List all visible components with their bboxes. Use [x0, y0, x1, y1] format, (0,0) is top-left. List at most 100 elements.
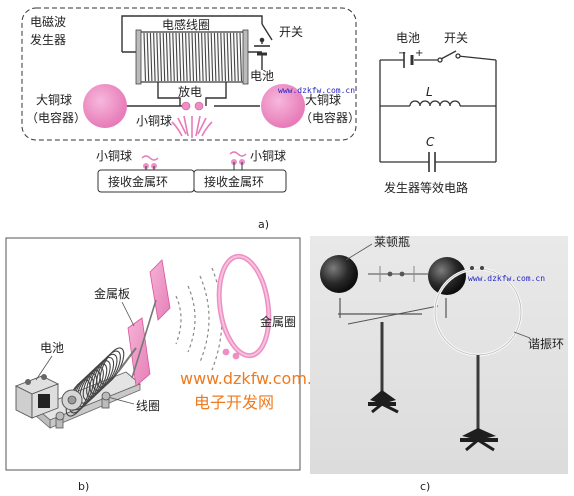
coil-winding [159, 32, 163, 82]
metal-plate-front [127, 317, 151, 387]
discharge-label: 放电 [178, 84, 202, 99]
coil-b-winding [92, 353, 118, 392]
battery-label-b: 电池 [40, 341, 64, 355]
metal-ring [216, 253, 272, 360]
coil-winding [197, 32, 201, 82]
eq-capacitor-label: C [426, 135, 435, 149]
coil-b-winding [96, 350, 121, 388]
coil-winding [181, 32, 185, 82]
coil-winding [185, 32, 188, 82]
leyden-jar-label: 莱顿瓶 [374, 235, 410, 249]
panel-c: 莱顿瓶 谐振环 www.dzkfw.com.cn c) [310, 235, 568, 493]
large-ball-right-label-1: 大铜球 [305, 92, 341, 107]
emitted-waves [171, 115, 213, 138]
generator-dashed-box [21, 7, 357, 141]
coil-b [61, 347, 125, 417]
eq-switch-label: 开关 [444, 31, 468, 45]
generator-switch [259, 23, 273, 43]
generator-label-line1: 电磁波 [30, 14, 66, 29]
battery-label: 电池 [250, 69, 274, 83]
large-copper-ball-left [83, 84, 127, 128]
coil-winding [239, 32, 243, 82]
leyden-jar-ball-right [428, 257, 466, 295]
generator-wires [121, 15, 263, 107]
coil-winding [169, 32, 172, 82]
inductor-coil [135, 29, 249, 85]
resonant-ring-pointer [513, 331, 531, 339]
plate-rod-back [131, 299, 157, 379]
large-ball-right-label-2: （电容器） [300, 110, 360, 125]
sublabel-b: b) [78, 480, 89, 493]
receiver-right-ball-label: 小铜球 [250, 148, 286, 163]
leyden-jar-stand [338, 266, 447, 414]
coil-winding [233, 32, 236, 82]
coil-winding [146, 32, 150, 82]
coil-winding [226, 32, 230, 82]
receiver-right [193, 151, 287, 193]
watermark-b-name: 电子开发网 [194, 393, 274, 412]
small-ball-label: 小铜球 [136, 113, 172, 128]
coil-b-winding [86, 360, 111, 398]
coil-winding [236, 32, 239, 82]
coil-winding [149, 32, 153, 82]
coil-winding [191, 32, 195, 82]
resonant-ring-label: 谐振环 [528, 337, 564, 351]
eq-battery-label: 电池 [396, 31, 420, 45]
coil-winding [213, 32, 217, 82]
equivalent-circuit [379, 55, 497, 163]
inductor-coil-label: 电感线圈 [162, 17, 210, 32]
coil-winding [153, 32, 156, 82]
plate-rod-front [117, 347, 137, 373]
metal-plate-pointer [121, 301, 135, 327]
coil-winding [194, 32, 198, 82]
eq-minus: − [398, 48, 406, 59]
receiver-right-ring-label: 接收金属环 [204, 174, 264, 189]
watermark-a: www.dzkfw.com.cn [278, 86, 355, 95]
coil-winding [175, 32, 179, 82]
coil-winding [207, 32, 211, 82]
coil-label-b: 线圈 [136, 399, 160, 413]
equivalent-capacitor [428, 152, 436, 172]
large-ball-left-label-2: （电容器） [26, 110, 86, 125]
coil-winding [210, 32, 214, 82]
coil-b-winding [89, 356, 115, 395]
small-ball-left [181, 101, 191, 111]
posts-b [55, 391, 111, 429]
battery-box [14, 374, 60, 419]
watermark-b-url: www.dzkfw.com.cn [180, 369, 331, 388]
coil-winding [229, 32, 233, 82]
leyden-jar-ball-left [320, 255, 358, 293]
coil-winding [188, 32, 191, 82]
generator-battery [254, 45, 270, 62]
receiver-left-ring-label: 接收金属环 [108, 174, 168, 189]
watermark-c: www.dzkfw.com.cn [468, 274, 545, 283]
small-ball-right [194, 101, 204, 111]
large-copper-ball-right [261, 84, 305, 128]
coil-winding [201, 32, 204, 82]
coil-winding [143, 32, 147, 82]
sublabel-c: c) [420, 480, 430, 493]
coil-winding [172, 32, 175, 82]
equivalent-battery [403, 52, 414, 68]
eq-plus: + [415, 48, 423, 59]
battery-pointer [35, 355, 53, 381]
panel-a: 电磁波 发生器 开关 电池 [21, 7, 497, 231]
coil-winding [217, 32, 220, 82]
metal-ring-label: 金属圈 [260, 314, 296, 329]
metal-plate-label: 金属板 [94, 286, 130, 301]
panel-b: 电池 线圈 金属板 [5, 237, 331, 493]
coil-winding [220, 32, 223, 82]
equivalent-switch [437, 50, 461, 63]
coil-winding [162, 32, 166, 82]
leyden-jar-pointer [345, 243, 373, 261]
generator-label-line2: 发生器 [30, 32, 66, 47]
large-ball-left-label-1: 大铜球 [36, 92, 72, 107]
coil-winding [165, 32, 169, 82]
eq-inductor-label: L [426, 85, 433, 99]
eq-caption: 发生器等效电路 [384, 180, 468, 195]
radiated-waves-b [175, 267, 223, 371]
coil-winding [178, 32, 182, 82]
coil-winding [156, 32, 159, 82]
coil-winding [204, 32, 207, 82]
